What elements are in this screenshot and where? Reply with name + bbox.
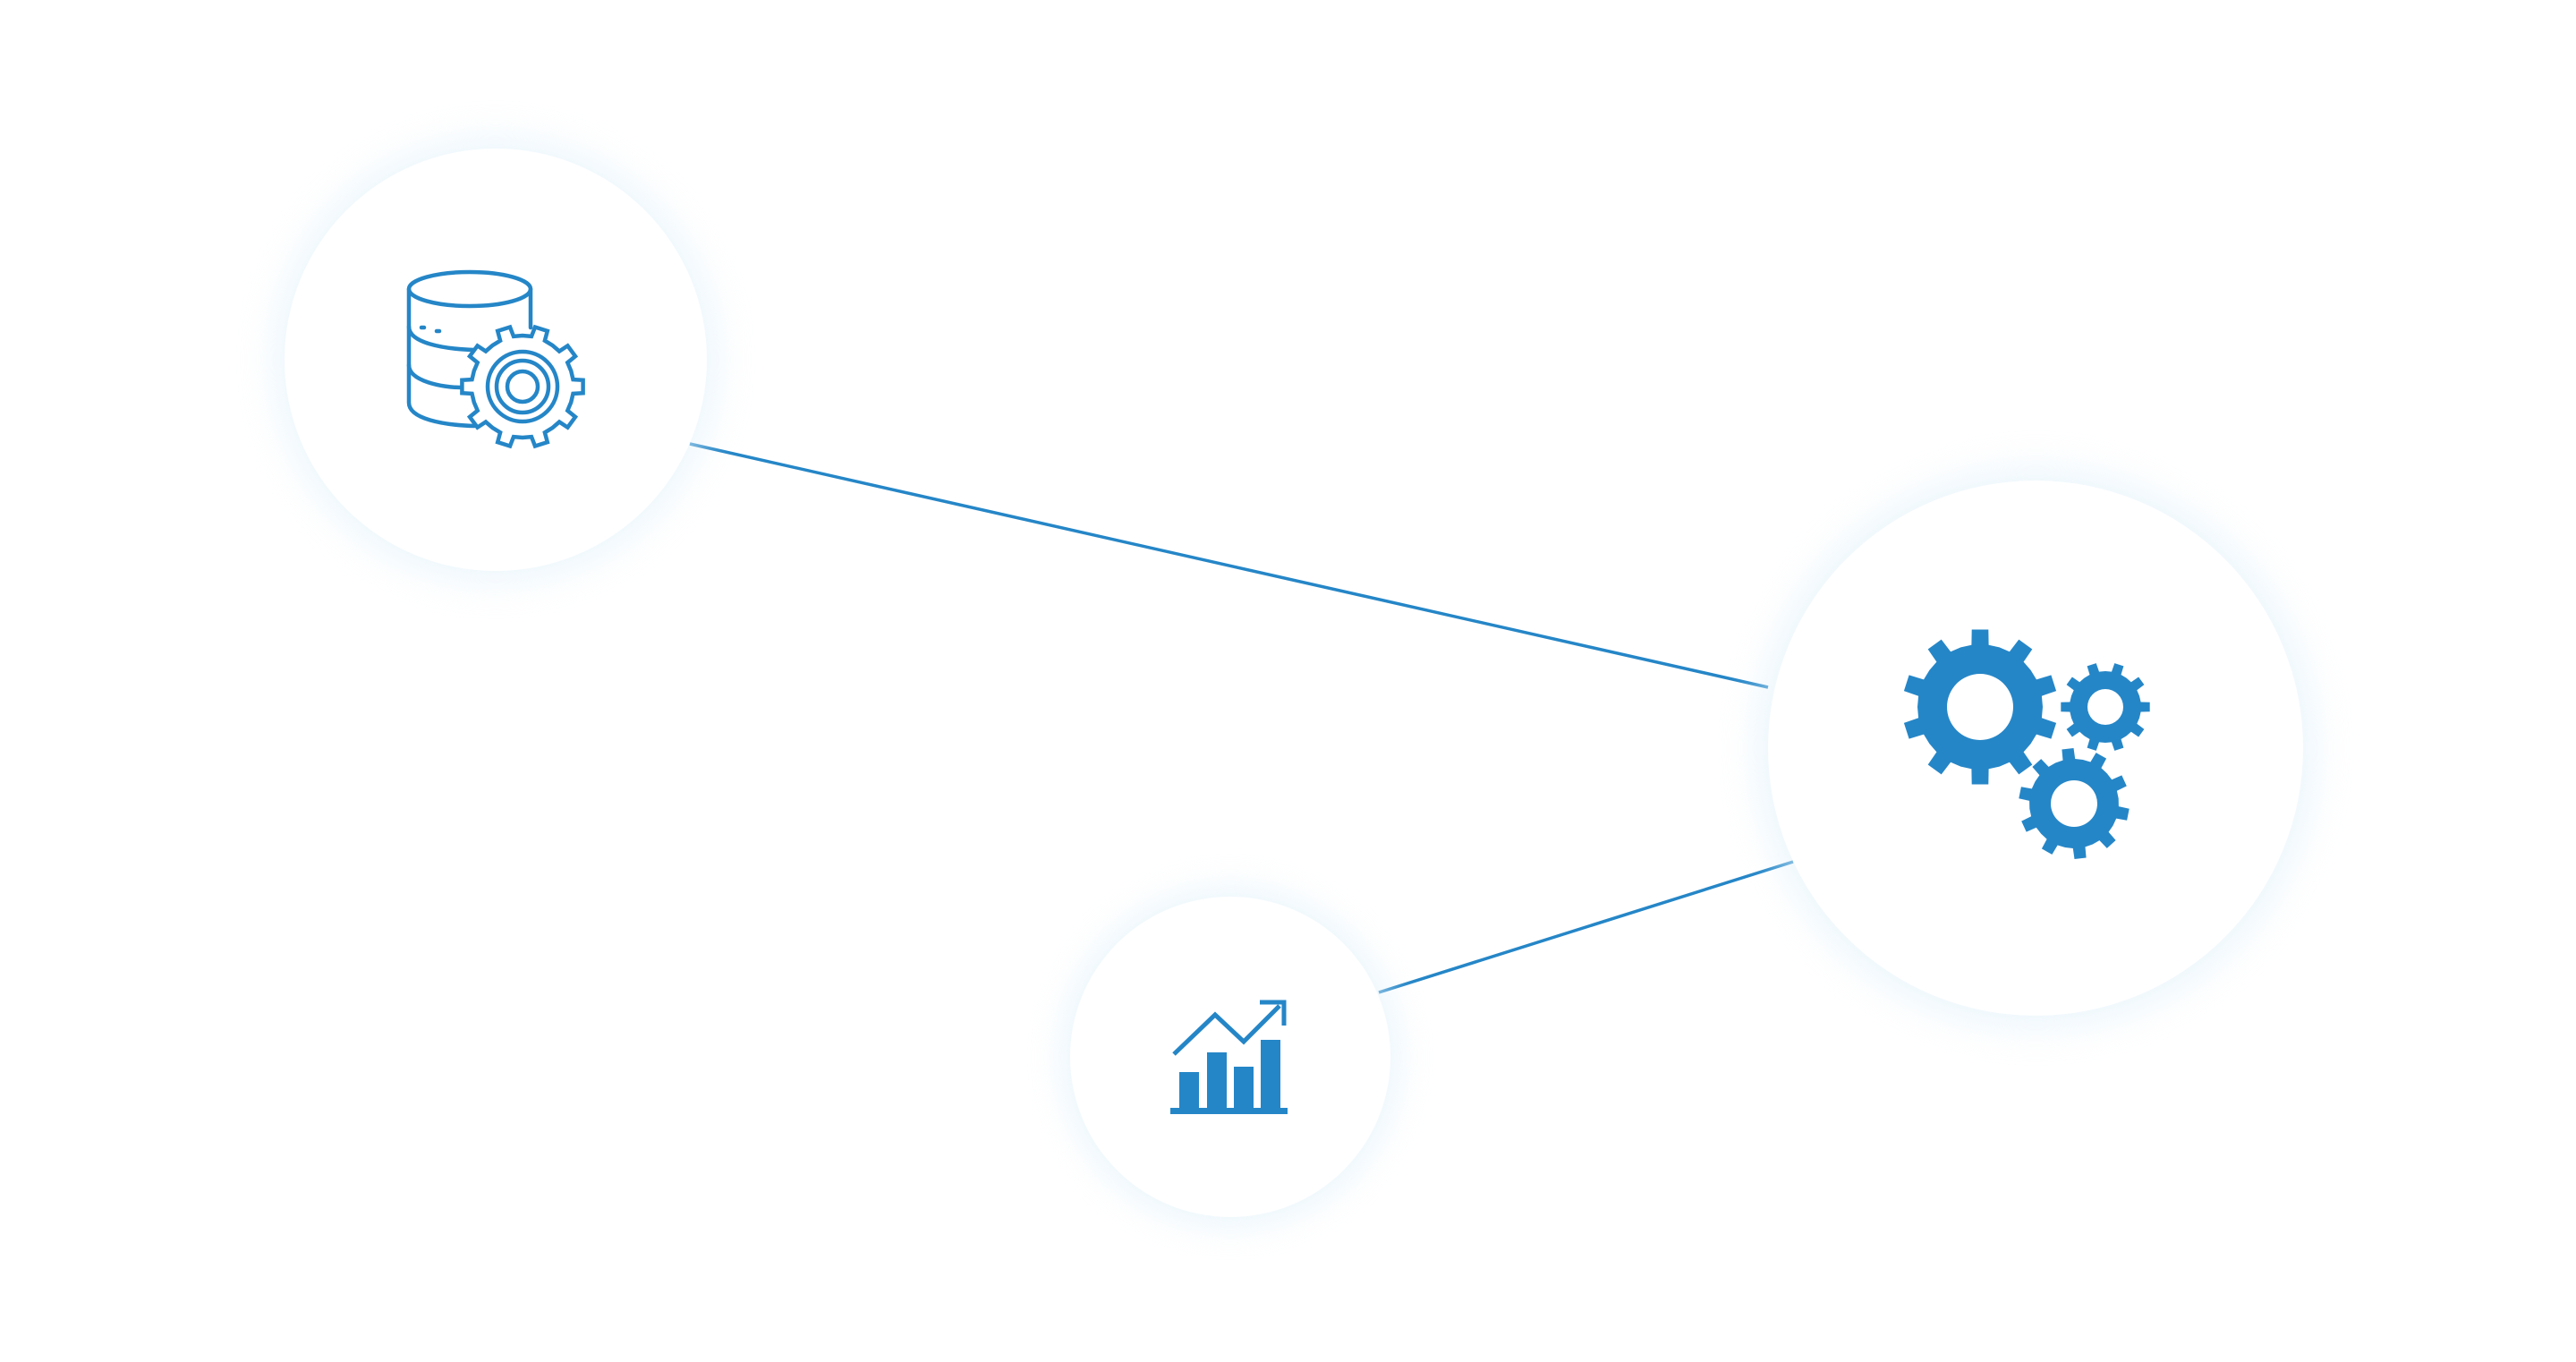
gears-icon (1903, 629, 2150, 859)
edge-analytics-to-processing (1378, 860, 1794, 994)
growth-chart-icon (1170, 1000, 1288, 1114)
edge-database-to-processing (689, 442, 1769, 689)
node-database-settings[interactable] (272, 136, 719, 583)
database-gear-icon (406, 269, 585, 449)
node-processing[interactable] (1754, 466, 2317, 1030)
node-analytics[interactable] (1058, 885, 1402, 1229)
